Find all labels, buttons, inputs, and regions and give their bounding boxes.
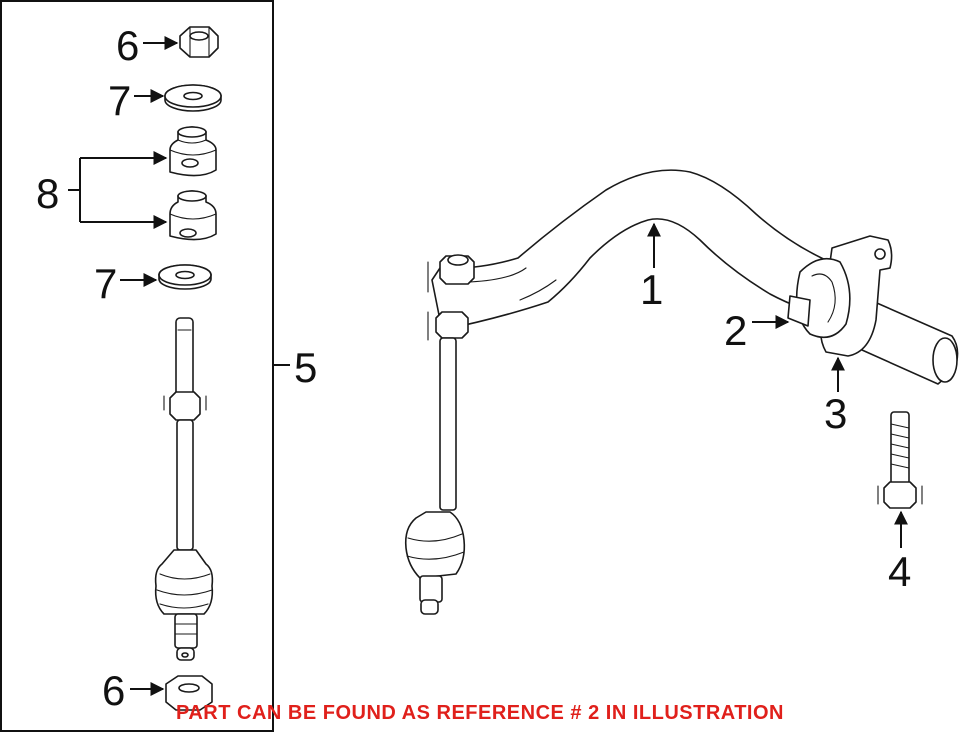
flat-washer-icon [164,84,222,112]
callout-6-top: 6 [116,22,139,69]
hex-nut-icon [165,675,213,711]
reference-notice: PART CAN BE FOUND AS REFERENCE # 2 IN IL… [176,702,784,724]
link-rod-icon [154,317,214,661]
callout-6-bottom: 6 [102,667,125,714]
callout-7-top: 7 [108,77,131,124]
rubber-bushing-icon [169,190,217,241]
link-kit-box [0,0,274,732]
callout-3: 3 [824,390,847,437]
flange-bolt-icon [877,411,923,509]
callout-8: 8 [36,170,59,217]
callout-4: 4 [888,548,911,595]
bushing-bracket-icon [787,235,893,357]
callout-7-lower: 7 [94,260,117,307]
bracket-8 [68,158,81,222]
rubber-bushing-icon [169,126,217,177]
hex-nut-icon [179,26,219,58]
link-rod-icon [404,254,475,615]
callout-2: 2 [724,307,747,354]
flat-washer-icon [158,264,212,290]
callout-1: 1 [640,266,663,313]
callout-5: 5 [294,344,317,391]
